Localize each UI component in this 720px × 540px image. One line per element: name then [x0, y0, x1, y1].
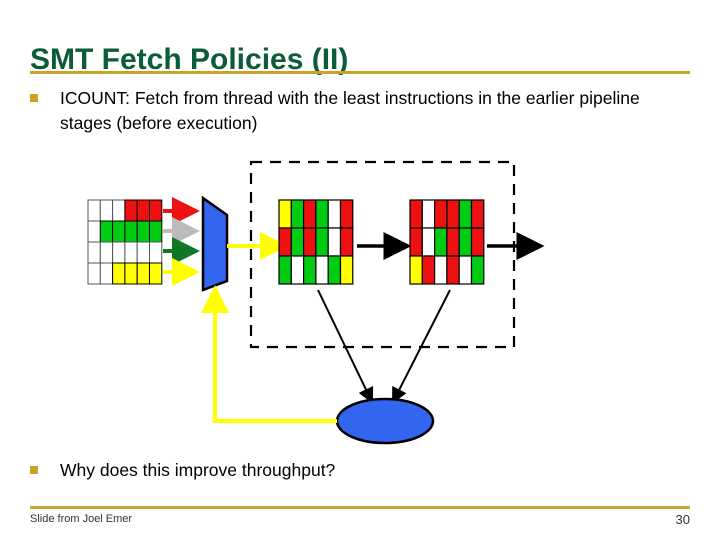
fetch-selector-mux	[201, 195, 229, 292]
earlier-pipeline-stages-region	[249, 160, 516, 349]
bullet-item-question: Why does this improve throughput?	[30, 458, 680, 483]
thread-instruction-queues	[87, 199, 163, 285]
icount-tap-arrow-2	[392, 289, 451, 404]
icount-tap-arrow-1	[317, 289, 374, 404]
square-bullet-icon	[30, 94, 38, 102]
pipeline-stage-block-2	[409, 199, 485, 285]
title-divider	[30, 71, 690, 74]
slide-attribution: Slide from Joel Emer	[30, 513, 133, 525]
bullet-text: Why does this improve throughput?	[60, 460, 336, 480]
bullet-item-icount: ICOUNT: Fetch from thread with the least…	[30, 86, 680, 136]
footer-divider	[30, 506, 690, 509]
icount-feedback-path	[201, 285, 337, 423]
pipeline-stage-block-1	[278, 199, 354, 285]
page-title: SMT Fetch Policies (II)	[30, 43, 349, 77]
smt-icount-pipeline-diagram	[0, 150, 720, 450]
page-number: 30	[675, 512, 690, 527]
square-bullet-icon	[30, 466, 38, 474]
icount-counter-ellipse	[335, 397, 435, 445]
bullet-text: ICOUNT: Fetch from thread with the least…	[60, 88, 640, 133]
